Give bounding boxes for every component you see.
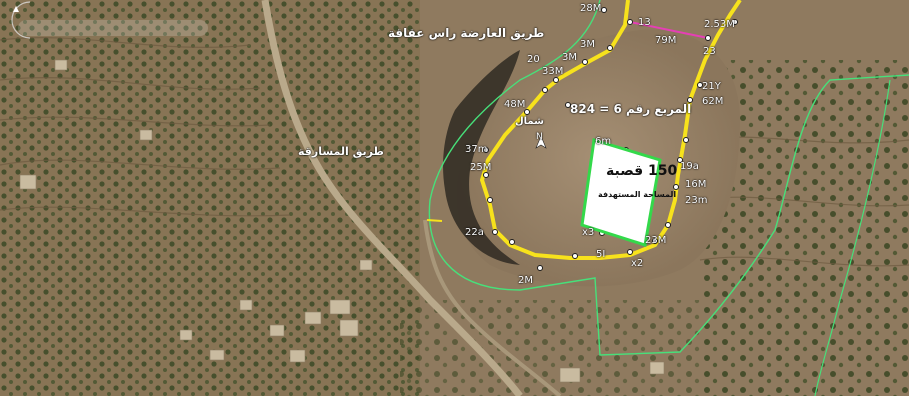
road-secondary	[423, 219, 562, 396]
tree-cover-west	[0, 0, 420, 396]
road-label-aridah: طريق العارضة راس عقاقة	[388, 26, 545, 40]
marker-label: 23M	[645, 235, 667, 246]
marker-label: 3M	[562, 52, 577, 63]
marker-label: 13	[638, 17, 651, 28]
marker-label: 2.53M	[704, 19, 735, 30]
road-masarqa	[261, 0, 523, 396]
marker-label: 6m	[595, 136, 612, 147]
route-magenta	[629, 21, 709, 39]
marker-label: 23m	[685, 195, 708, 206]
map-search-bar-ghost	[18, 20, 208, 36]
marker-label: 21Y	[702, 81, 721, 92]
route-yellow-tick	[426, 219, 443, 222]
cliff-shadow	[443, 50, 520, 265]
marker-label: 22a	[465, 227, 484, 238]
marker-label: 2M	[518, 275, 533, 286]
marker-label: 3M	[580, 39, 595, 50]
north-arrow-icon	[535, 135, 547, 149]
north-label: شمال	[515, 116, 544, 127]
plot-area-label: 150 قصبة	[606, 163, 678, 179]
boundary-green-east	[814, 79, 891, 396]
marker-label: 33M	[542, 66, 564, 77]
marker-label: 37m	[465, 144, 488, 155]
marker-label: 20	[527, 54, 540, 65]
plot-note-label: المساحة المستهدفة	[598, 190, 677, 199]
marker-label: x3	[582, 227, 595, 238]
marker-label: x2	[631, 258, 644, 269]
road-label-masarqa: طريق المسارقة	[298, 145, 384, 158]
marker-label: 23	[703, 46, 716, 57]
marker-label: 25M	[470, 162, 492, 173]
north-letter: N	[536, 132, 543, 142]
village-buildings	[19, 59, 665, 383]
marker-label: 5I	[596, 249, 606, 260]
marker-label: 16M	[685, 179, 707, 190]
marker-label: 19a	[680, 161, 699, 172]
boundary-green	[428, 0, 909, 356]
marker-label: 48M	[504, 99, 526, 110]
compass-icon[interactable]	[0, 0, 30, 60]
target-plot[interactable]	[580, 138, 662, 247]
marker-label: 62M	[702, 96, 724, 107]
marker-label: 28M	[580, 3, 602, 14]
parcel-number-label: المربع رقم 6 = 824	[570, 102, 692, 116]
marker-label: 79M	[655, 35, 677, 46]
